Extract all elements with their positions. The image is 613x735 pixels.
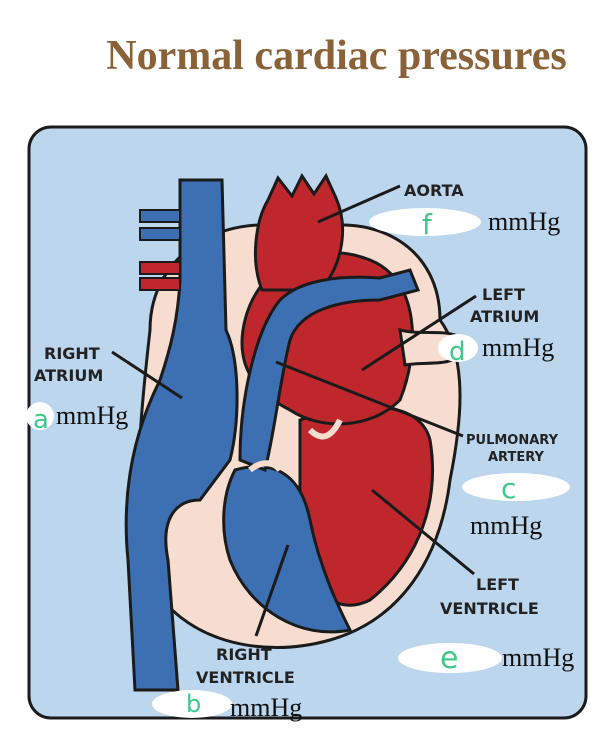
left-atrium-label-1: LEFT <box>482 285 525 304</box>
unit-d: mmHg <box>482 333 554 362</box>
left-ventricle-label-2: VENTRICLE <box>440 599 539 618</box>
valve-left <box>307 418 343 440</box>
leader-lines <box>111 184 477 637</box>
unit-c: mmHg <box>470 511 542 540</box>
pulmonary-artery-vessel <box>238 268 421 473</box>
aorta-label: AORTA <box>404 181 464 200</box>
blank-d-answer: d <box>449 337 466 367</box>
blank-patches <box>26 208 570 718</box>
unit-b: mmHg <box>230 693 302 722</box>
blank-f-answer: f <box>422 208 433 241</box>
aorta-vessel <box>253 172 344 292</box>
valve-right <box>248 460 283 473</box>
unit-f: mmHg <box>488 207 560 236</box>
page-title: Normal cardiac pressures <box>106 33 567 79</box>
unit-a: mmHg <box>56 401 128 430</box>
right-atrium-label-1: RIGHT <box>44 344 100 363</box>
blank-b-answer: b <box>186 690 201 718</box>
pulmonary-artery-label-1: PULMONARY <box>466 433 559 448</box>
right-ventricle-label-2: VENTRICLE <box>196 668 295 687</box>
pulmonary-artery-label-2: ARTERY <box>488 450 545 465</box>
right-atrium-label-2: ATRIUM <box>34 366 103 385</box>
unit-e: mmHg <box>502 643 574 672</box>
vena-cava <box>124 178 239 692</box>
blank-e-answer: e <box>440 641 458 676</box>
neck-vessels <box>139 209 181 291</box>
blank-a-answer: a <box>33 405 49 435</box>
right-ventricle-label-1: RIGHT <box>216 645 272 664</box>
left-atrium-label-2: ATRIUM <box>470 307 539 326</box>
left-ventricle-label-1: LEFT <box>476 575 519 594</box>
blank-c-answer: c <box>501 472 516 505</box>
